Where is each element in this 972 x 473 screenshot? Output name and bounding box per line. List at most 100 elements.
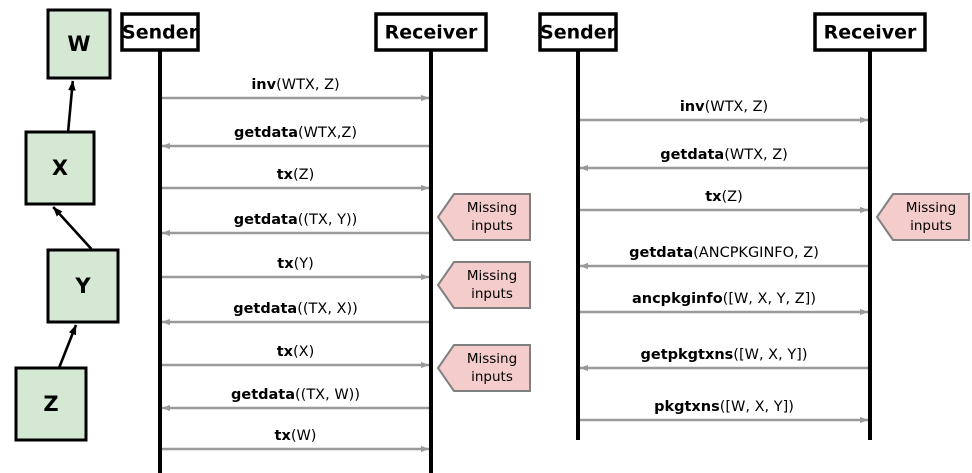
- message-tx-6: tx(X): [162, 344, 430, 369]
- actor-label-receiver: Receiver: [824, 22, 917, 44]
- message-args: (Y): [294, 256, 314, 272]
- message-label: getdata(WTX,Z): [234, 125, 357, 141]
- message-args: (ANCPKGINFO, Z): [693, 245, 819, 261]
- message-command: getdata: [231, 387, 295, 403]
- message-args: (W): [291, 428, 317, 444]
- dag-node-label: Z: [43, 392, 58, 416]
- message-args: ((TX, W)): [295, 387, 360, 403]
- message-args: ([W, X, Y]): [720, 399, 794, 415]
- message-pkgtxns-6: pkgtxns([W, X, Y]): [580, 399, 869, 424]
- actor-receiver[interactable]: Receiver: [813, 12, 927, 440]
- actor-box-sender[interactable]: [538, 12, 618, 52]
- note-shape: [436, 193, 531, 241]
- note-shape: [875, 193, 970, 241]
- dag-node-label: W: [67, 32, 90, 56]
- message-command: getdata: [234, 212, 298, 228]
- actor-box-receiver[interactable]: [374, 12, 488, 52]
- message-tx-8: tx(W): [162, 428, 430, 453]
- actor-box-receiver[interactable]: [813, 12, 927, 52]
- message-getdata-3: getdata(ANCPKGINFO, Z): [579, 245, 868, 270]
- message-command: tx: [275, 428, 292, 444]
- message-label: getpkgtxns([W, X, Y]): [641, 347, 808, 363]
- note-line-2: inputs: [471, 218, 513, 234]
- message-command: pkgtxns: [654, 399, 720, 415]
- message-getdata-5: getdata((TX, X)): [161, 301, 429, 326]
- message-tx-2: tx(Z): [580, 189, 869, 214]
- message-tx-2: tx(Z): [162, 167, 430, 192]
- missing-inputs-note: Missing inputs: [436, 261, 531, 309]
- message-label: getdata((TX, Y)): [234, 212, 358, 228]
- message-label: tx(Y): [277, 256, 313, 272]
- dag-node-box: [14, 366, 88, 442]
- note-line-1: Missing: [906, 200, 956, 216]
- message-label: getdata(WTX, Z): [660, 147, 788, 163]
- message-command: tx: [277, 344, 294, 360]
- dag-node-label: X: [52, 156, 68, 180]
- actor-label-sender: Sender: [122, 22, 199, 44]
- message-command: tx: [705, 189, 722, 205]
- message-label: getdata((TX, X)): [233, 301, 358, 317]
- message-label: inv(WTX, Z): [680, 99, 768, 115]
- message-tx-4: tx(Y): [162, 256, 430, 281]
- message-command: getpkgtxns: [641, 347, 734, 363]
- message-command: getdata: [234, 125, 298, 141]
- note-line-2: inputs: [471, 286, 513, 302]
- dag-node-label: Y: [74, 274, 91, 298]
- message-command: tx: [277, 256, 294, 272]
- dag-edge-y-to-x: [52, 206, 93, 250]
- message-label: tx(W): [275, 428, 317, 444]
- missing-inputs-note: Missing inputs: [875, 193, 970, 241]
- dag-node-x: X: [24, 130, 96, 206]
- note-line-1: Missing: [467, 268, 517, 284]
- dag-edge-z-to-y: [58, 324, 78, 368]
- actor-receiver[interactable]: Receiver: [374, 12, 488, 473]
- message-getdata-3: getdata((TX, Y)): [161, 212, 429, 237]
- message-getdata-1: getdata(WTX,Z): [161, 125, 429, 150]
- message-args: (Z): [722, 189, 743, 205]
- message-label: pkgtxns([W, X, Y]): [654, 399, 794, 415]
- message-inv-0: inv(WTX, Z): [162, 77, 430, 102]
- dag-node-z: Z: [14, 366, 88, 442]
- message-command: getdata: [233, 301, 297, 317]
- actor-box-sender[interactable]: [120, 12, 200, 52]
- message-args: (X): [293, 344, 314, 360]
- note-shape: [436, 344, 531, 392]
- actor-sender[interactable]: Sender: [120, 12, 200, 473]
- message-args: ((TX, X)): [297, 301, 358, 317]
- actor-label-receiver: Receiver: [385, 22, 478, 44]
- message-command: inv: [251, 77, 276, 93]
- message-args: ((TX, Y)): [298, 212, 358, 228]
- message-getdata-1: getdata(WTX, Z): [579, 147, 868, 172]
- dag-node-w: W: [46, 8, 112, 80]
- note-line-2: inputs: [910, 218, 952, 234]
- message-inv-0: inv(WTX, Z): [580, 99, 869, 124]
- message-args: (Z): [293, 167, 314, 183]
- message-label: tx(Z): [705, 189, 743, 205]
- message-command: getdata: [660, 147, 724, 163]
- message-args: (WTX, Z): [705, 99, 769, 115]
- message-args: (WTX, Z): [276, 77, 340, 93]
- message-args: ([W, X, Y]): [733, 347, 807, 363]
- dag-layer: W X Y Z: [14, 8, 120, 442]
- message-args: ([W, X, Y, Z]): [723, 291, 816, 307]
- note-line-2: inputs: [471, 369, 513, 385]
- message-ancpkginfo-4: ancpkginfo([W, X, Y, Z]): [580, 291, 869, 316]
- legacy-relay-sequence: Sender Receiver inv(WTX, Z) getdata(WTX,Z) t…: [120, 12, 531, 473]
- dag-node-box: [46, 8, 112, 80]
- message-label: ancpkginfo([W, X, Y, Z]): [632, 291, 816, 307]
- actor-label-sender: Sender: [540, 22, 617, 44]
- message-args: (WTX, Z): [724, 147, 788, 163]
- note-line-1: Missing: [467, 200, 517, 216]
- message-label: getdata(ANCPKGINFO, Z): [629, 245, 819, 261]
- message-getdata-7: getdata((TX, W)): [161, 387, 429, 412]
- message-label: inv(WTX, Z): [251, 77, 339, 93]
- dag-node-box: [46, 248, 120, 324]
- dag-node-box: [24, 130, 96, 206]
- actor-sender[interactable]: Sender: [538, 12, 618, 440]
- message-command: ancpkginfo: [632, 291, 723, 307]
- dag-node-y: Y: [46, 248, 120, 324]
